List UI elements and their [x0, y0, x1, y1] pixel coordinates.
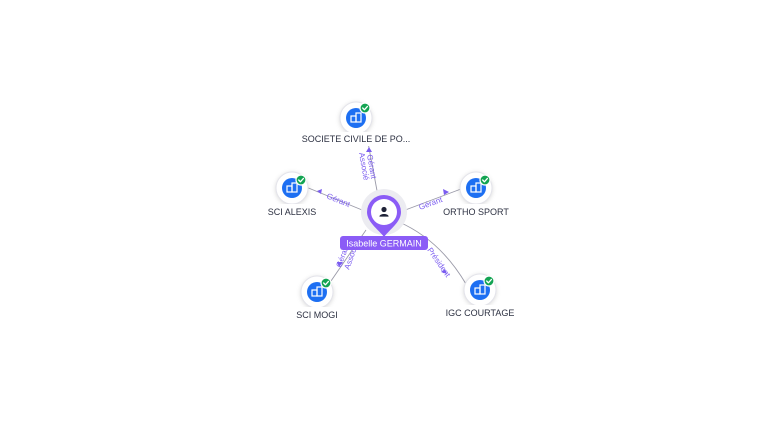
building-icon — [311, 286, 323, 297]
verified-check-icon — [359, 102, 371, 114]
edge-ortho-sport — [399, 188, 462, 213]
edge-arrow — [441, 269, 447, 274]
label-bg — [298, 132, 414, 146]
company-label[interactable]: IGC COURTAGE — [446, 308, 515, 318]
edge-arrow — [443, 189, 449, 195]
edge-arrow — [317, 189, 322, 194]
verified-check-icon — [479, 174, 491, 186]
edge-label: Gérant — [365, 154, 378, 180]
company-label[interactable]: SOCIETE CIVILE DE PO... — [302, 134, 411, 144]
building-icon — [470, 182, 482, 193]
company-label[interactable]: SCI ALEXIS — [268, 207, 317, 217]
center-label-bg — [340, 236, 428, 250]
label-bg — [262, 204, 322, 218]
company-node[interactable]: SOCIETE CIVILE DE PO... — [298, 101, 414, 146]
edge-igc-courtage — [398, 221, 467, 285]
company-label[interactable]: ORTHO SPORT — [443, 207, 509, 217]
verified-check-icon — [483, 275, 495, 287]
company-node[interactable]: IGC COURTAGE — [440, 273, 520, 319]
edge-arrow — [366, 147, 372, 152]
label-bg — [440, 204, 512, 218]
edge-sci-alexis — [305, 186, 368, 213]
company-node[interactable]: SCI ALEXIS — [262, 171, 322, 218]
company-label[interactable]: SCI MOGI — [296, 310, 338, 320]
edge-label: Président — [425, 246, 452, 279]
person-node[interactable]: Isabelle GERMAIN — [340, 189, 428, 250]
verified-check-icon — [320, 277, 332, 289]
verified-check-icon — [295, 174, 307, 186]
company-node[interactable]: SCI MOGI — [291, 275, 343, 321]
company-node[interactable]: ORTHO SPORT — [440, 171, 512, 218]
building-icon — [474, 284, 486, 295]
building-icon — [350, 112, 362, 123]
edge-label: Gérant — [325, 192, 352, 210]
label-bg — [291, 307, 343, 321]
building-icon — [286, 182, 298, 193]
edge-arrow — [337, 262, 343, 267]
person-icon — [379, 206, 389, 217]
label-bg — [440, 305, 520, 319]
person-label[interactable]: Isabelle GERMAIN — [346, 239, 422, 249]
